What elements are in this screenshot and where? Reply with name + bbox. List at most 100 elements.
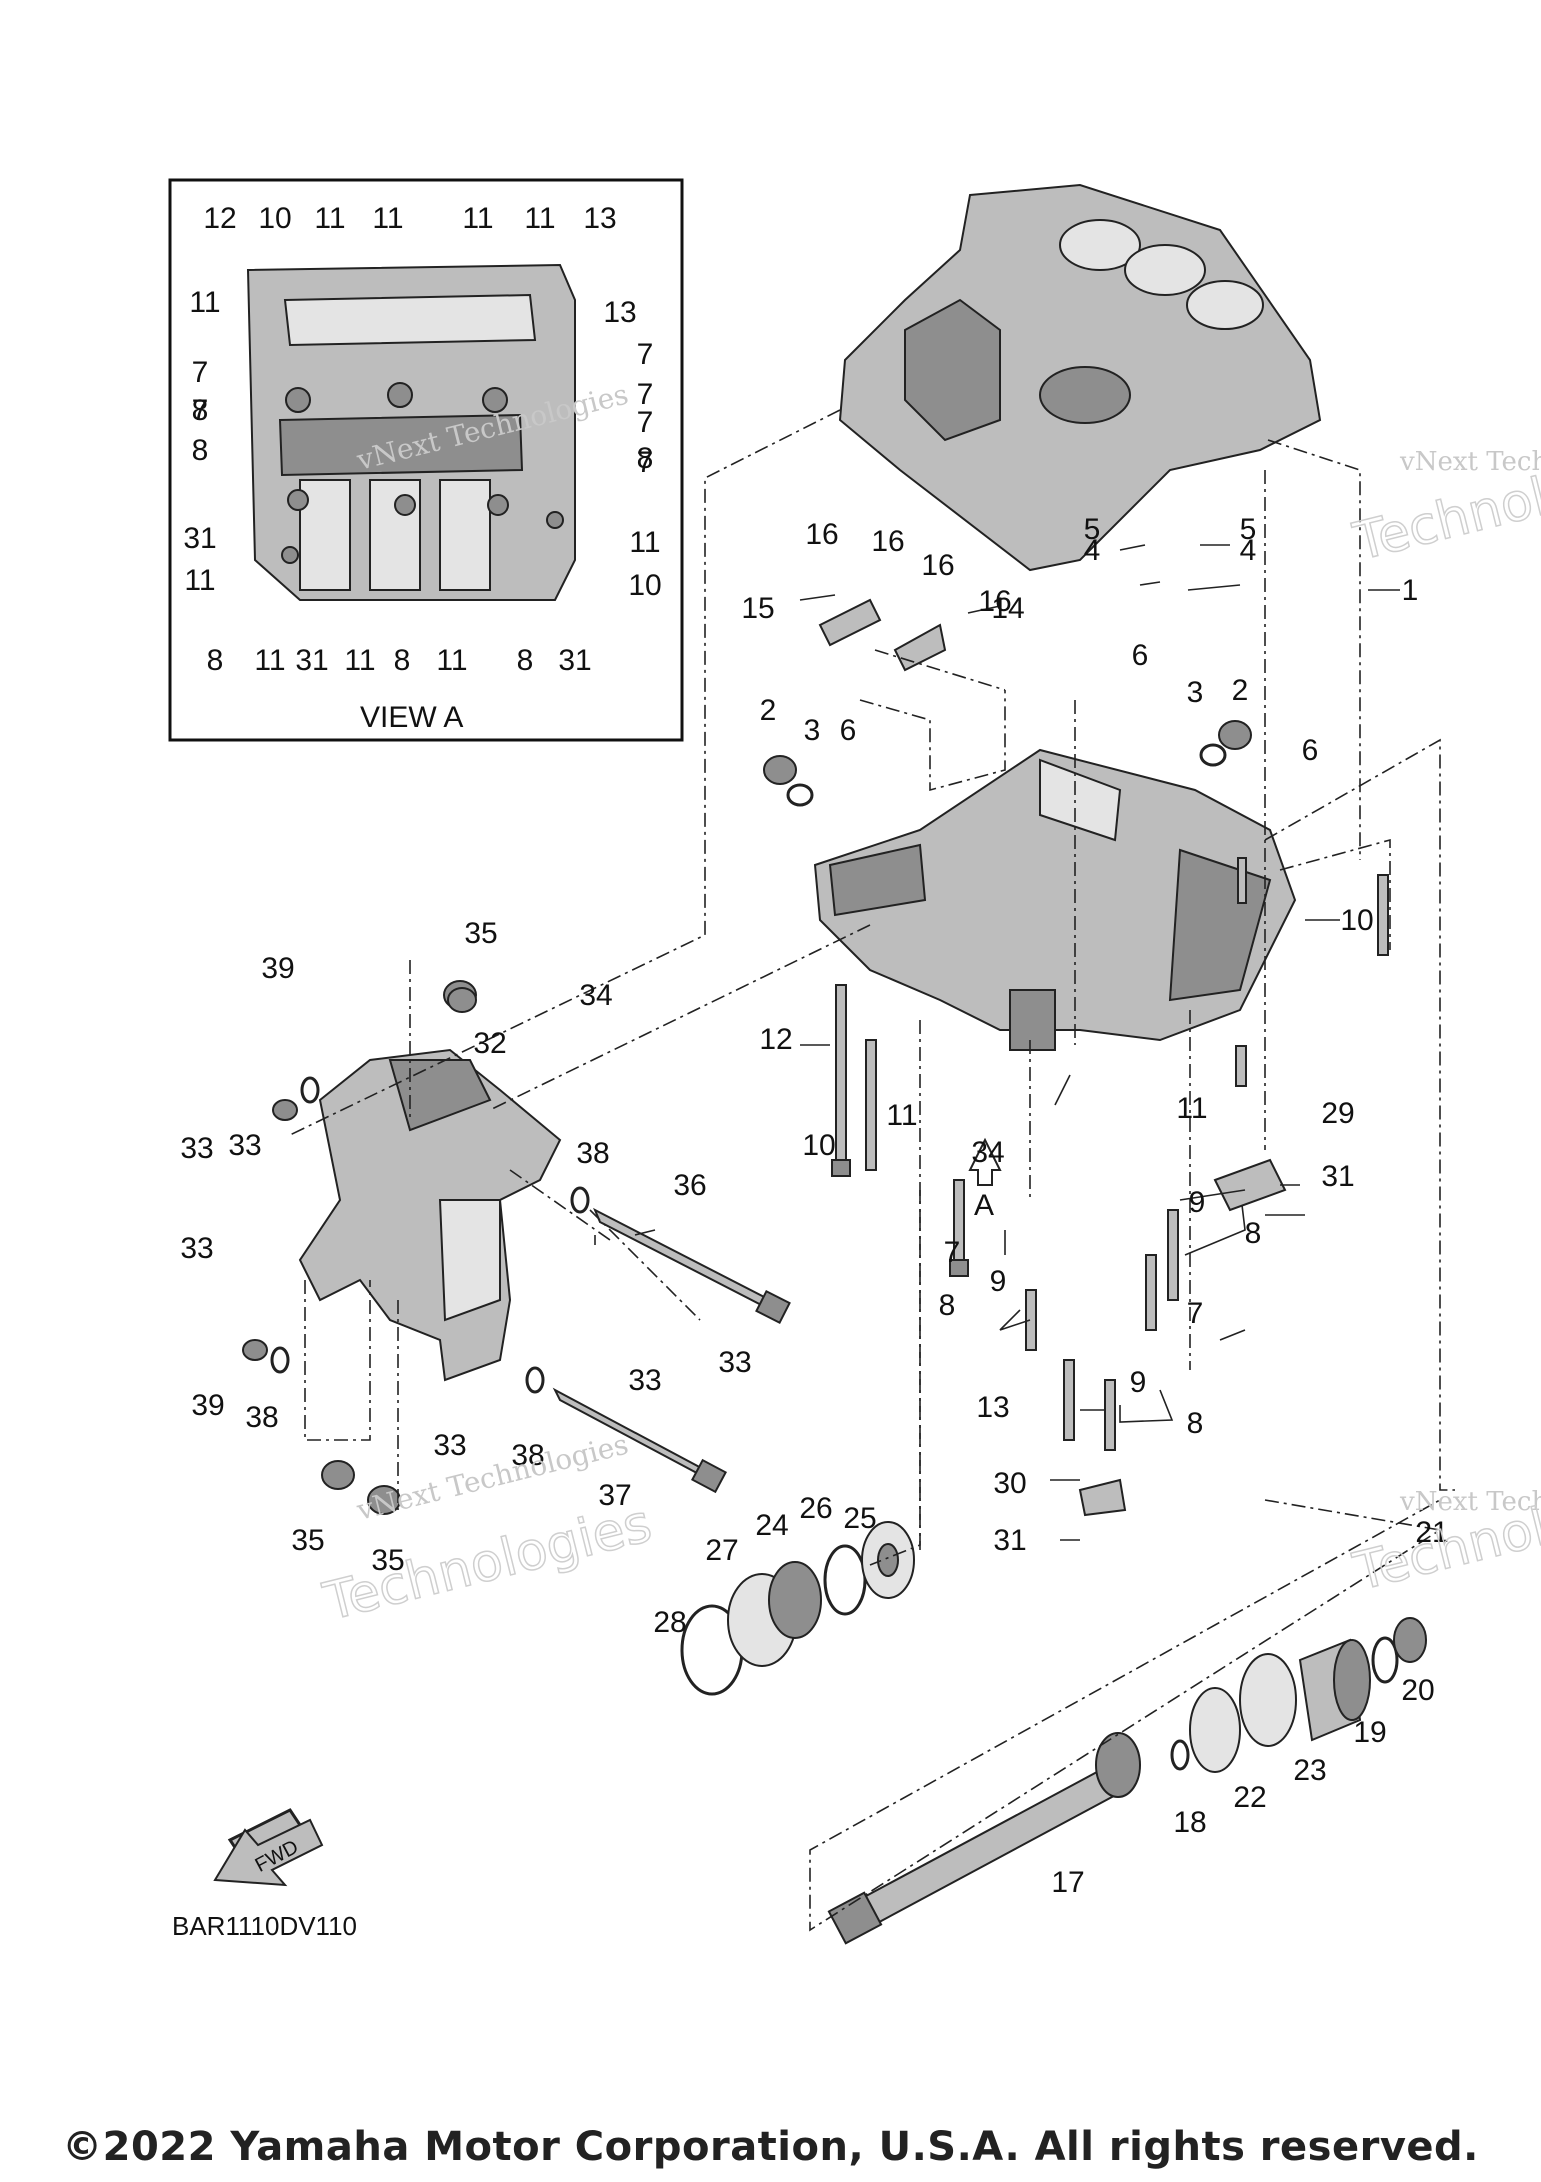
view-a-callout-2: 11	[314, 202, 345, 235]
vertical-bolts	[831, 857, 1389, 1451]
part-callout-37: 22	[1233, 1781, 1266, 1814]
part-callout-63: 38	[511, 1439, 544, 1472]
part-callout-24: 12	[759, 1023, 792, 1056]
part-callout-48: 32	[473, 1027, 506, 1060]
part-callout-54: 33	[433, 1429, 466, 1462]
part-callout-55: 34	[579, 979, 612, 1012]
leader-lines	[594, 544, 1400, 1541]
part-callout-7: 5	[1084, 513, 1101, 546]
part-callout-51: 33	[180, 1232, 213, 1265]
part-callout-65: 39	[261, 952, 294, 985]
view-a-callout-7: 11	[189, 286, 220, 319]
view-a-callout-0: 12	[203, 202, 236, 235]
part-callout-40: 25	[843, 1502, 876, 1535]
part-callout-31: 16	[978, 585, 1011, 618]
part-callout-9: 6	[1132, 639, 1149, 672]
part-callout-53: 33	[718, 1346, 751, 1379]
view-a-callout-28: 8	[517, 644, 534, 677]
forward-arrow: FWD	[213, 1818, 324, 1887]
part-callout-66: 39	[191, 1389, 224, 1422]
part-callout-61: 37	[598, 1479, 631, 1512]
view-a-arrow-label: A	[974, 1189, 994, 1222]
part-callout-44: 29	[1321, 1097, 1354, 1130]
part-callout-19: 9	[1130, 1366, 1147, 1399]
rings-and-bearings	[680, 1521, 1427, 1773]
part-callout-64: 38	[245, 1401, 278, 1434]
part-callout-39: 24	[755, 1509, 788, 1542]
part-callout-5: 4	[1084, 534, 1101, 567]
part-callout-49: 33	[228, 1129, 261, 1162]
part-callout-21: 10	[1340, 904, 1373, 937]
view-a-callout-24: 31	[295, 644, 328, 677]
part-callout-0: 1	[1402, 574, 1419, 607]
view-a-callout-3: 11	[372, 202, 403, 235]
part-callout-11: 6	[1302, 734, 1319, 767]
view-a-callout-20: 11	[629, 526, 660, 559]
part-callout-25: 13	[976, 1391, 1009, 1424]
view-a-callout-29: 31	[558, 644, 591, 677]
part-callout-42: 27	[705, 1534, 738, 1567]
part-callout-38: 23	[1293, 1754, 1326, 1787]
view-a-callout-25: 11	[344, 644, 375, 677]
view-a-callout-8: 13	[603, 296, 636, 329]
part-callout-18: 9	[990, 1265, 1007, 1298]
part-callout-23: 11	[886, 1099, 917, 1132]
part-callout-26: 14	[991, 592, 1024, 625]
view-a-callout-4: 11	[462, 202, 493, 235]
view-a-callout-26: 8	[394, 644, 411, 677]
part-callout-33: 18	[1173, 1806, 1206, 1839]
part-callout-46: 31	[1321, 1160, 1354, 1193]
part-callout-47: 31	[993, 1524, 1026, 1557]
part-callout-6: 4	[1240, 534, 1257, 567]
part-callout-12: 7	[944, 1236, 961, 1269]
view-a-callout-19: 11	[184, 564, 215, 597]
part-callout-58: 35	[291, 1524, 324, 1557]
view-a-callout-22: 8	[207, 644, 224, 677]
view-a-callout-23: 11	[254, 644, 285, 677]
part-callout-15: 8	[939, 1289, 956, 1322]
part-callout-1: 2	[1232, 674, 1249, 707]
part-callout-4: 3	[804, 714, 821, 747]
view-a-callout-17: 8	[637, 442, 654, 475]
view-a-callout-18: 31	[183, 522, 216, 555]
part-callout-62: 38	[576, 1137, 609, 1170]
part-callout-52: 33	[628, 1364, 661, 1397]
output-shaft	[827, 1732, 1141, 1945]
part-callout-34: 19	[1353, 1716, 1386, 1749]
watermark-4: vNext Technologies	[1399, 1487, 1541, 1517]
part-callout-45: 30	[993, 1467, 1026, 1500]
part-callout-35: 20	[1401, 1674, 1434, 1707]
part-callout-20: 10	[802, 1129, 835, 1162]
view-a-arrow: A	[968, 1137, 1002, 1222]
view-a-callout-14: 7	[637, 406, 654, 439]
part-callout-17: 9	[1189, 1186, 1206, 1219]
part-callout-3: 3	[1187, 676, 1204, 709]
part-callout-57: 35	[464, 917, 497, 950]
view-a-callout-27: 11	[436, 644, 467, 677]
view-a-callout-12: 7	[637, 378, 654, 411]
watermark-7: Technologies	[1348, 1464, 1541, 1603]
view-a-callout-15: 7	[637, 446, 654, 479]
lower-crankcase	[813, 748, 1297, 1051]
part-callout-59: 35	[371, 1544, 404, 1577]
assembly-lines	[289, 409, 1455, 1932]
view-a-label: VIEW A	[360, 701, 463, 734]
part-callout-8: 5	[1240, 513, 1257, 546]
part-callout-10: 6	[840, 714, 857, 747]
view-a-callout-9: 7	[192, 356, 209, 389]
part-callout-50: 33	[180, 1132, 213, 1165]
part-callout-22: 11	[1176, 1092, 1207, 1125]
part-callout-16: 8	[1187, 1407, 1204, 1440]
view-a-callout-5: 11	[524, 202, 555, 235]
part-callout-13: 7	[1187, 1297, 1204, 1330]
view-a-callout-21: 10	[628, 569, 661, 602]
watermark-3: vNext Technologies	[1399, 447, 1541, 477]
view-a-callout-1: 10	[258, 202, 291, 235]
copyright-notice: ©2022 Yamaha Motor Corporation, U.S.A. A…	[62, 2124, 1479, 2170]
part-callout-43: 28	[653, 1606, 686, 1639]
part-callout-32: 17	[1051, 1866, 1084, 1899]
view-a-callout-11: 7	[637, 338, 654, 371]
